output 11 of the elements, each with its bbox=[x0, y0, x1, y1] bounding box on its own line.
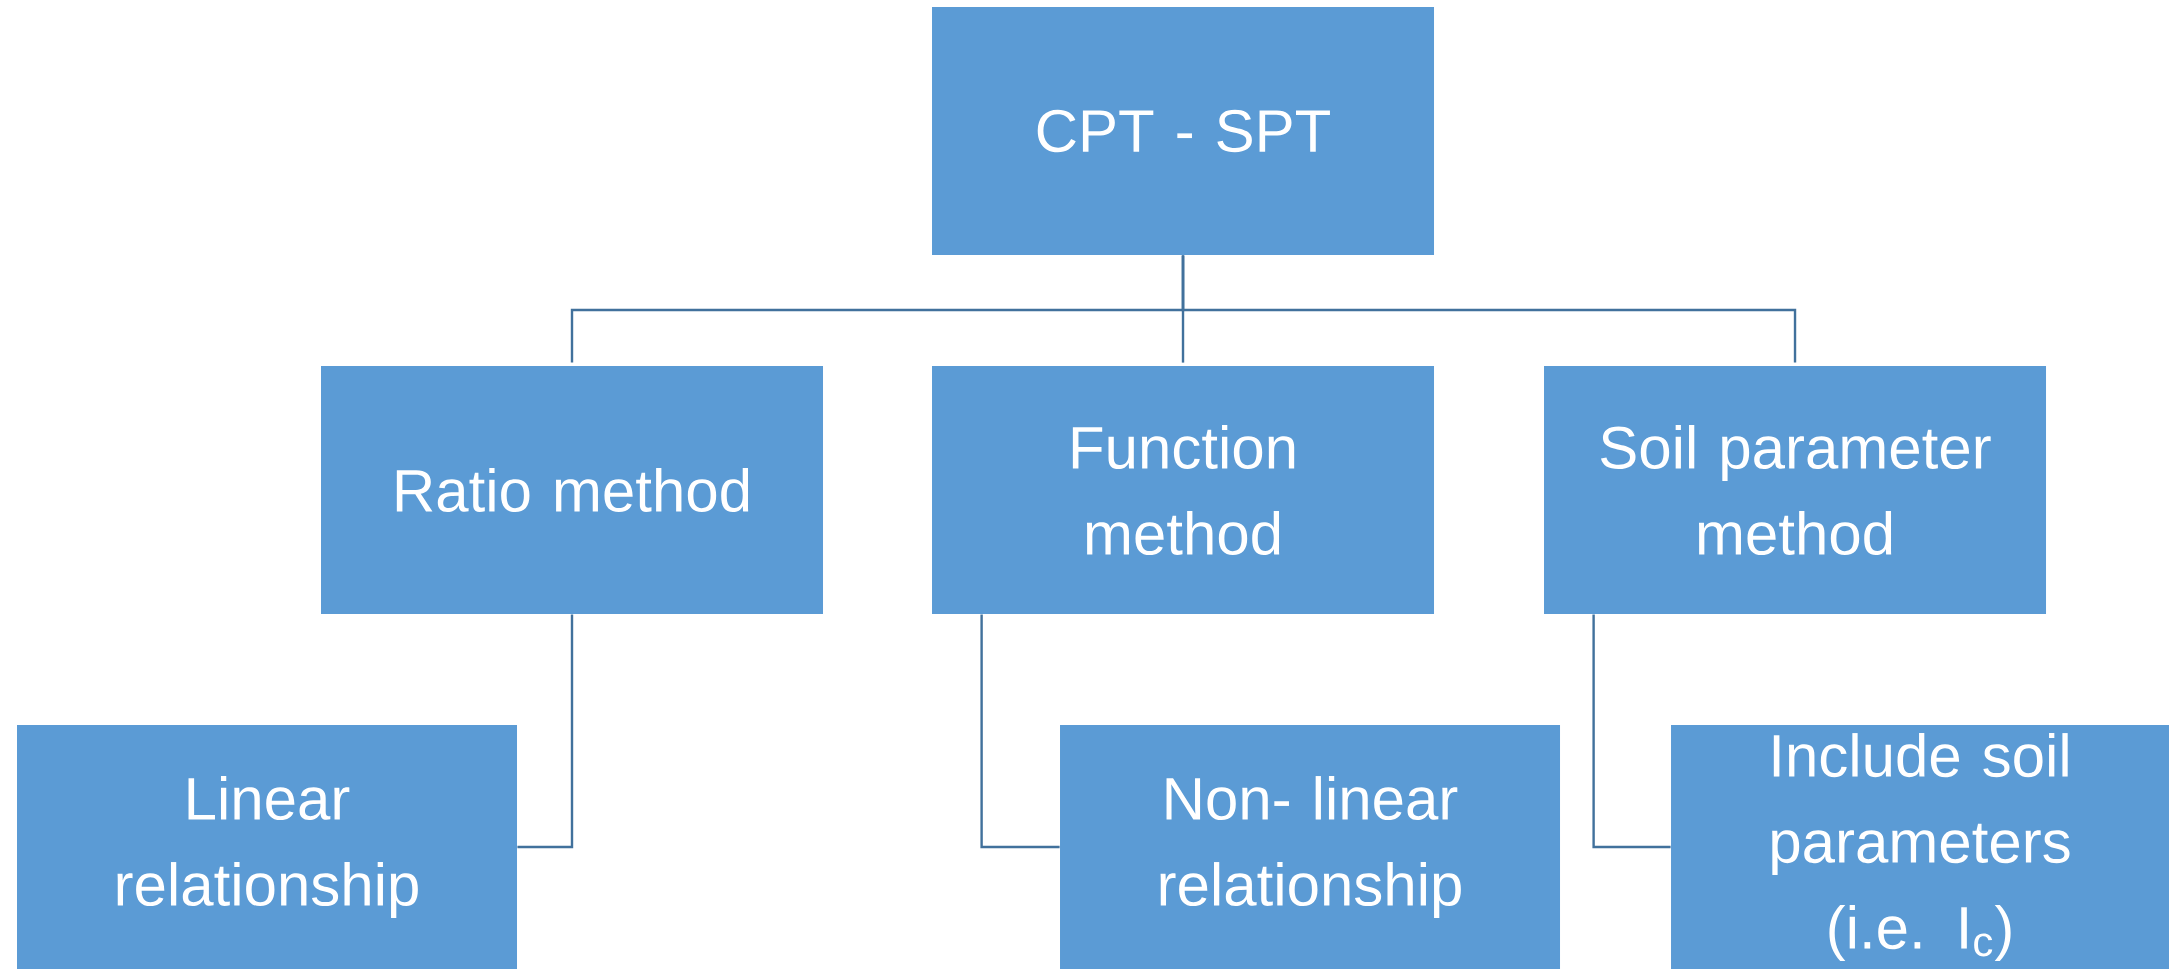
connector-line bbox=[1181, 255, 1797, 363]
connector-line bbox=[517, 614, 574, 849]
connector-line bbox=[1592, 614, 1671, 849]
process-box: Non- linear relationship bbox=[1060, 725, 1560, 969]
process-box: Include soil parameters (i.e. I$_{c}$) bbox=[1671, 725, 2169, 969]
process-box: CPT - SPT bbox=[932, 7, 1434, 255]
process-box: Soil parameter method bbox=[1544, 366, 2046, 614]
process-box: Ratio method bbox=[321, 366, 823, 614]
connector-line bbox=[980, 614, 1060, 849]
process-box: Function method bbox=[932, 366, 1434, 614]
process-box: Linear relationship bbox=[17, 725, 517, 969]
